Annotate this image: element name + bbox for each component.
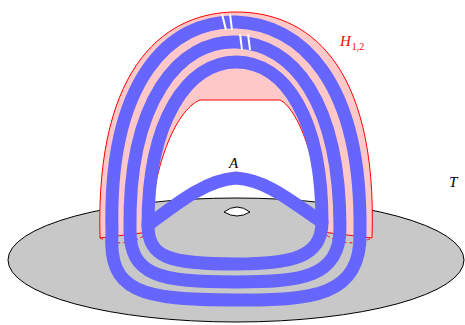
handle-foot: [100, 232, 372, 243]
curve-a: [112, 22, 360, 300]
strand-ticks: [222, 14, 250, 50]
torus-hole: [224, 207, 250, 216]
handle-subscript: 1,2: [352, 41, 365, 52]
surface-label: T: [449, 175, 457, 190]
curve-label: A: [229, 156, 238, 171]
handle-label: H1,2: [340, 34, 364, 49]
